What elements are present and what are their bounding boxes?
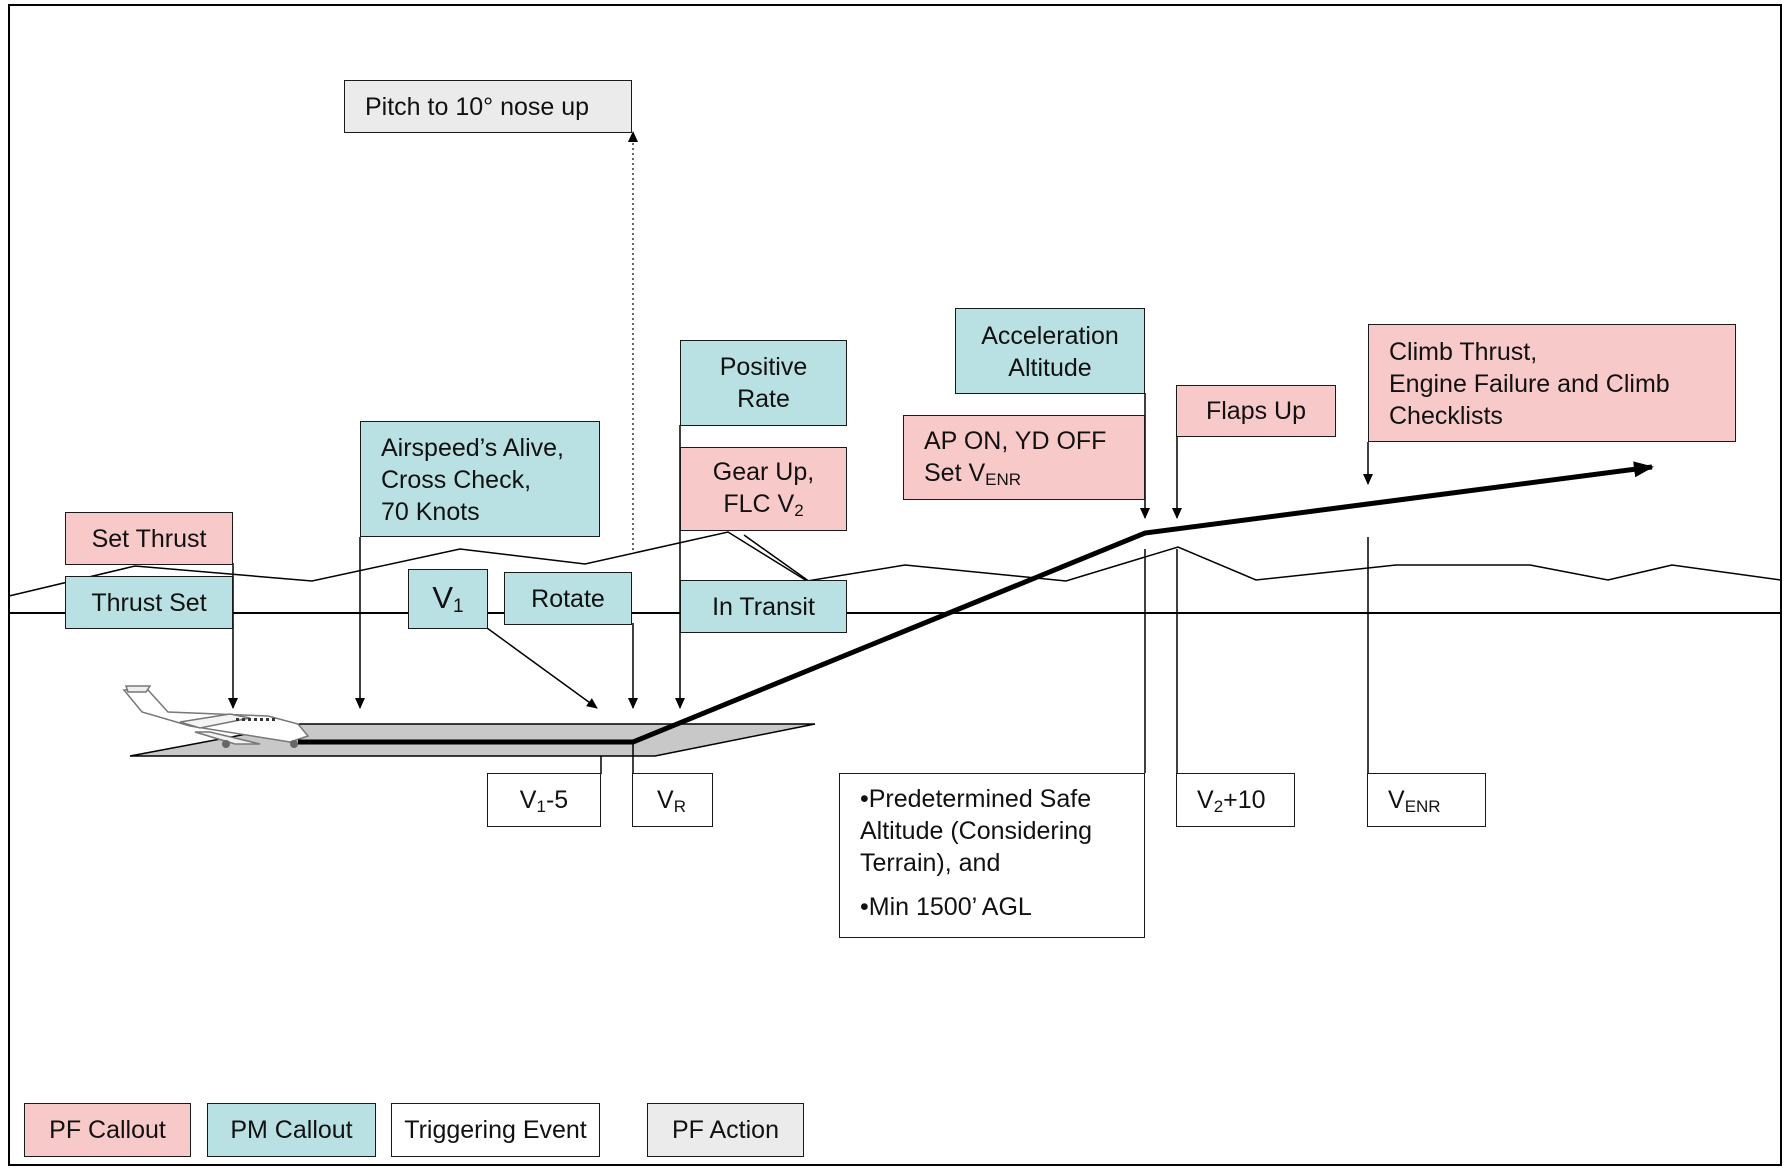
pitch-label: Pitch to 10° nose up xyxy=(365,93,590,121)
positive-rate-line-1: Positive xyxy=(719,353,808,381)
terrain-line xyxy=(8,531,1782,597)
v1-arrow xyxy=(486,627,598,709)
pitch-nose-up-action: Pitch to 10° nose up xyxy=(344,80,632,133)
safe-altitude-line-2: Altitude (Considering xyxy=(860,817,1093,845)
legend-pm-callout: PM Callout xyxy=(207,1103,376,1157)
legend-pf-action: PF Action xyxy=(647,1103,804,1157)
in-transit-callout: In Transit xyxy=(680,580,847,633)
v2p10-letter: V xyxy=(1197,786,1214,814)
v1-subscript: 1 xyxy=(453,596,464,617)
acceleration-altitude-callout: Acceleration Altitude xyxy=(955,308,1145,394)
flaps-up-label: Flaps Up xyxy=(1205,397,1307,425)
acceleration-line-2: Altitude xyxy=(1008,354,1092,382)
rotate-callout: Rotate xyxy=(504,572,632,625)
diagram-frame xyxy=(8,4,1782,1166)
airspeed-line-3: 70 Knots xyxy=(381,498,480,526)
thrust-set-label: Thrust Set xyxy=(91,589,207,617)
v1m5-suffix: -5 xyxy=(545,786,569,814)
safe-altitude-trigger: •Predetermined Safe Altitude (Considerin… xyxy=(839,773,1145,938)
gear-up-line-2: FLC V xyxy=(723,490,795,518)
rotate-label: Rotate xyxy=(531,585,605,613)
v1-minus-5-trigger: V1-5 xyxy=(487,773,601,827)
ap-on-yd-off-callout: AP ON, YD OFF Set VENR xyxy=(903,415,1145,500)
safe-altitude-line-3: Terrain), and xyxy=(860,849,1001,877)
v2p10-subscript: 2 xyxy=(1213,797,1224,816)
legend-pf-action-label: PF Action xyxy=(672,1116,779,1144)
climb-line-2: Engine Failure and Climb xyxy=(1389,370,1670,398)
venr-trigger: VENR xyxy=(1367,773,1486,827)
v2p10-suffix: +10 xyxy=(1223,786,1266,814)
min-agl-line: •Min 1500’ AGL xyxy=(860,893,1032,921)
ap-line-1: AP ON, YD OFF xyxy=(924,427,1107,455)
legend-pf-callout-label: PF Callout xyxy=(49,1116,166,1144)
vr-subscript: R xyxy=(673,797,686,816)
set-thrust-label: Set Thrust xyxy=(91,525,207,553)
flaps-up-callout: Flaps Up xyxy=(1176,385,1336,437)
gear-up-callout: Gear Up, FLC V2 xyxy=(680,447,847,531)
airspeed-alive-callout: Airspeed’s Alive, Cross Check, 70 Knots xyxy=(360,421,600,537)
legend-triggering-event: Triggering Event xyxy=(391,1103,600,1157)
v1-letter: V xyxy=(432,580,454,615)
safe-altitude-line-1: •Predetermined Safe xyxy=(860,785,1092,813)
legend-triggering-event-label: Triggering Event xyxy=(404,1116,587,1144)
in-transit-label: In Transit xyxy=(712,593,815,621)
airspeed-line-1: Airspeed’s Alive, xyxy=(381,434,564,462)
positive-rate-callout: Positive Rate xyxy=(680,340,847,426)
gear-up-v2-subscript: 2 xyxy=(794,501,804,520)
climb-thrust-callout: Climb Thrust, Engine Failure and Climb C… xyxy=(1368,324,1736,442)
takeoff-flight-path xyxy=(298,461,1654,745)
vr-letter: V xyxy=(657,786,674,814)
venr-letter: V xyxy=(1388,786,1405,814)
aircraft-icon xyxy=(122,685,310,748)
v1-callout: V1 xyxy=(408,569,488,629)
set-thrust-callout: Set Thrust xyxy=(65,512,233,565)
airspeed-line-2: Cross Check, xyxy=(381,466,532,494)
legend-pf-callout: PF Callout xyxy=(24,1103,191,1157)
climb-line-1: Climb Thrust, xyxy=(1389,338,1538,366)
climb-line-3: Checklists xyxy=(1389,402,1503,430)
gear-up-line-1: Gear Up, xyxy=(712,458,815,486)
thrust-set-callout: Thrust Set xyxy=(65,576,233,629)
v1m5-subscript: 1 xyxy=(536,797,546,816)
v1m5-letter: V xyxy=(519,786,537,814)
v2-plus-10-trigger: V2+10 xyxy=(1176,773,1295,827)
vr-trigger: VR xyxy=(632,773,713,827)
acceleration-line-1: Acceleration xyxy=(981,322,1119,350)
positive-rate-line-2: Rate xyxy=(737,385,790,413)
ap-venr-subscript: ENR xyxy=(985,470,1022,489)
venr-subscript: ENR xyxy=(1404,797,1441,816)
ap-line-2: Set V xyxy=(924,459,986,487)
in-transit-connector xyxy=(743,534,811,583)
legend-pm-callout-label: PM Callout xyxy=(230,1116,353,1144)
